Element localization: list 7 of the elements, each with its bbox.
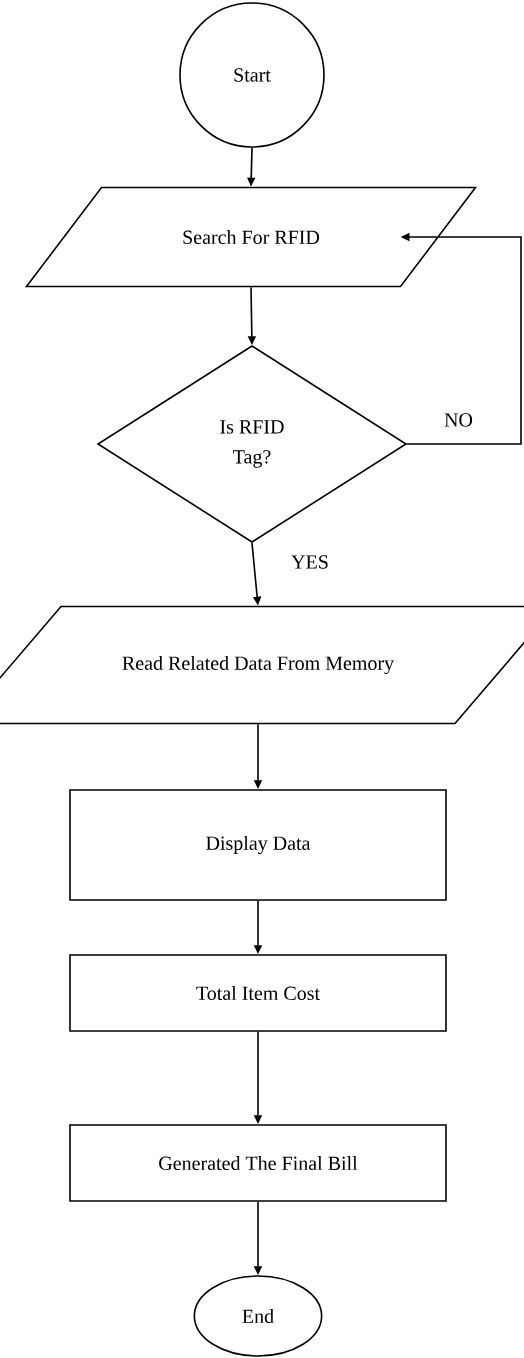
process-box: Total Item Cost [69, 954, 447, 1032]
process-box: Display Data [69, 789, 447, 901]
edge-label: NO [443, 412, 474, 428]
process-box: Generated The Final Bill [69, 1124, 447, 1202]
data-parallelogram: Read Related Data From Memory [0, 605, 524, 725]
edge-label: YES [290, 554, 330, 570]
end-oval: End [193, 1275, 323, 1357]
